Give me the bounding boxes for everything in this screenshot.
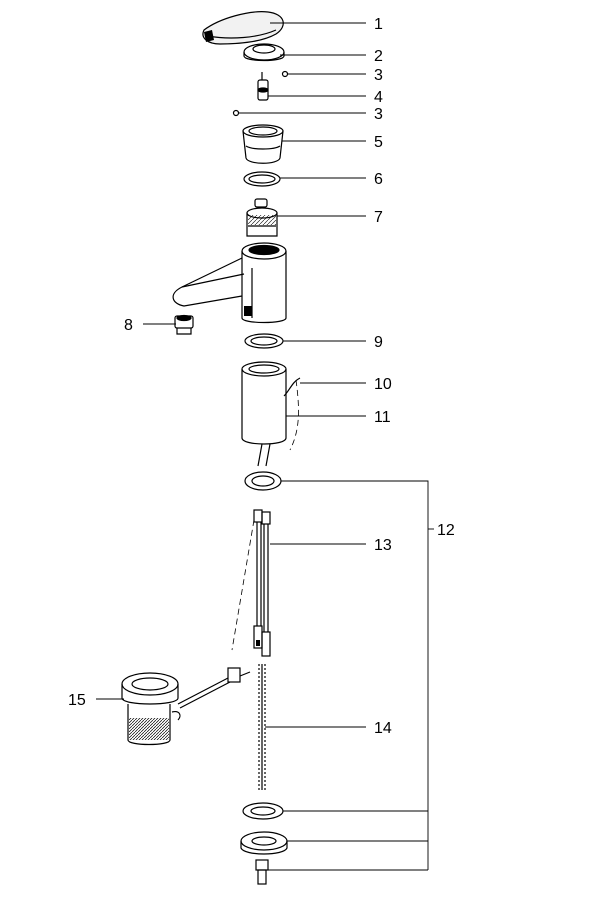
part-7-cartridge (246, 198, 278, 237)
callout-13: 13 (374, 537, 392, 554)
part-faucet-body (172, 242, 287, 324)
part-5-bonnet-nut (242, 124, 284, 164)
callout-1: 1 (374, 16, 383, 33)
callout-4: 4 (374, 89, 383, 106)
part-4-pin (257, 72, 269, 101)
callout-5: 5 (374, 134, 383, 151)
part-2-cap (243, 43, 285, 62)
part-8-aerator (174, 314, 194, 335)
callout-14: 14 (374, 720, 392, 737)
part-12-horseshoe-plate (240, 831, 288, 855)
callout-11: 11 (374, 409, 391, 426)
callout-15: 15 (68, 692, 86, 709)
part-12-nut (255, 859, 269, 885)
lift-rod-linkage (177, 379, 299, 709)
part-14-threaded-rod (258, 664, 266, 790)
part-1-lever-handle (202, 11, 284, 45)
callout-8: 8 (124, 317, 133, 334)
callout-3-upper: 3 (374, 67, 383, 84)
part-15-drain-plug (121, 672, 181, 746)
part-11-body-sleeve (241, 361, 287, 467)
callout-12: 12 (437, 522, 455, 539)
part-9-washer (244, 333, 284, 349)
part-3-screw-upper (281, 70, 289, 78)
callout-2: 2 (374, 48, 383, 65)
part-10-lift-rod (283, 377, 301, 397)
callout-6: 6 (374, 171, 383, 188)
part-3-screw-lower (232, 109, 240, 117)
callout-7: 7 (374, 209, 383, 226)
callout-3-lower: 3 (374, 106, 383, 123)
leader-lines (96, 22, 434, 871)
part-12-lower-washer (242, 802, 284, 820)
callout-10: 10 (374, 376, 392, 393)
callout-9: 9 (374, 334, 383, 351)
part-13-supply-hoses (253, 509, 271, 657)
callout-labels: 1 2 3 4 3 5 6 7 8 9 10 11 12 13 14 15 (68, 16, 455, 737)
part-12-mounting-ring-top (244, 471, 282, 491)
part-6-o-ring (243, 171, 281, 187)
